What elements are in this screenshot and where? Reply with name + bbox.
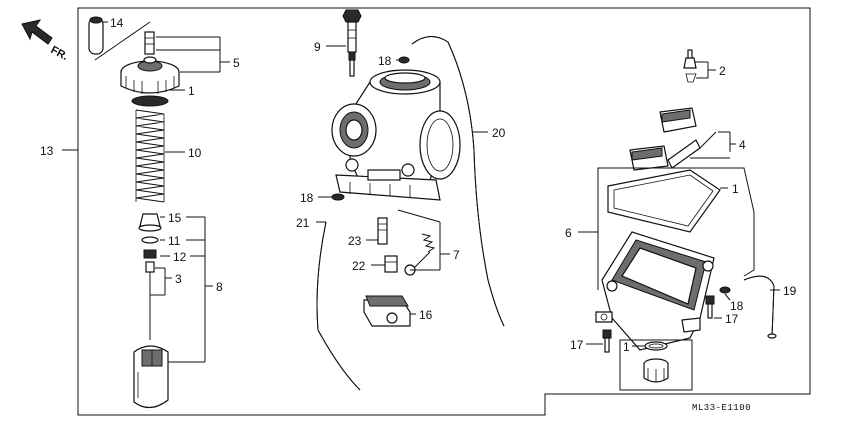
part-bowl-gasket-1 bbox=[607, 169, 721, 233]
callout-15: 15 bbox=[168, 211, 182, 225]
callout-7: 7 bbox=[453, 248, 460, 262]
part-float-valve-2 bbox=[683, 57, 697, 69]
part-float-bowl-6 bbox=[595, 231, 715, 351]
callout-18-top: 18 bbox=[378, 54, 392, 68]
callout-5: 5 bbox=[233, 56, 240, 70]
part-air-screw-7 bbox=[404, 233, 436, 276]
carburetor-body bbox=[316, 9, 505, 391]
callout-1-top: 1 bbox=[188, 84, 195, 98]
part-needle-holder bbox=[145, 261, 155, 273]
callout-1-bottom: 1 bbox=[623, 340, 630, 354]
front-direction-arrow: FR. bbox=[21, 19, 70, 63]
callout-1-right: 1 bbox=[732, 182, 739, 196]
callout-13: 13 bbox=[40, 144, 54, 158]
left-leaders bbox=[62, 21, 230, 363]
diagram-code: ML33-E1100 bbox=[692, 403, 751, 413]
part-cover-16 bbox=[363, 295, 411, 327]
callout-2: 2 bbox=[719, 64, 726, 78]
part-pilot-jet-23 bbox=[377, 217, 388, 245]
callout-12: 12 bbox=[173, 250, 187, 264]
diagram-frame bbox=[77, 7, 811, 416]
callout-18-mid: 18 bbox=[300, 191, 314, 205]
callout-22: 22 bbox=[352, 259, 366, 273]
throttle-assembly bbox=[88, 16, 180, 409]
right-leaders bbox=[578, 61, 780, 391]
part-clip-11 bbox=[141, 236, 159, 244]
callout-23: 23 bbox=[348, 234, 362, 248]
direction-label: FR. bbox=[49, 44, 70, 63]
callout-6: 6 bbox=[565, 226, 572, 240]
callout-16: 16 bbox=[419, 308, 433, 322]
callout-18-right: 18 bbox=[730, 299, 744, 313]
callout-10: 10 bbox=[188, 146, 202, 160]
part-throttle-valve-8 bbox=[133, 345, 169, 409]
part-screw-9 bbox=[342, 9, 362, 23]
center-leaders bbox=[316, 45, 488, 315]
part-drain-plug bbox=[643, 358, 669, 383]
callout-17-right: 17 bbox=[725, 312, 739, 326]
callout-11: 11 bbox=[168, 234, 181, 248]
part-clip-18-top bbox=[398, 56, 410, 64]
part-screw-17-right bbox=[705, 295, 715, 319]
part-gasket bbox=[131, 95, 169, 107]
float-bowl-assembly bbox=[595, 49, 777, 383]
part-float-4 bbox=[629, 107, 717, 171]
callout-3: 3 bbox=[175, 272, 182, 286]
callout-19: 19 bbox=[783, 284, 797, 298]
part-screw-17-left bbox=[602, 329, 612, 353]
callout-4: 4 bbox=[739, 138, 746, 152]
callout-14: 14 bbox=[110, 16, 124, 30]
part-spring-10 bbox=[135, 109, 165, 203]
part-main-jet-22 bbox=[384, 255, 398, 273]
callout-9: 9 bbox=[314, 40, 321, 54]
callout-21: 21 bbox=[296, 216, 310, 230]
callout-8: 8 bbox=[216, 280, 223, 294]
part-o-ring-1 bbox=[644, 341, 668, 351]
part-retainer-15 bbox=[139, 213, 161, 227]
part-plate-12 bbox=[143, 249, 157, 259]
callout-labels: 14 5 1 13 10 15 11 12 3 8 9 18 20 18 21 … bbox=[40, 16, 797, 354]
callout-17-left: 17 bbox=[570, 338, 584, 352]
part-clip-18-right bbox=[719, 286, 731, 294]
part-adjuster-screw bbox=[144, 31, 155, 55]
part-clip-18-mid bbox=[331, 193, 345, 201]
part-outlet bbox=[419, 110, 461, 180]
part-drain-hose-19 bbox=[743, 275, 777, 339]
callout-20: 20 bbox=[492, 126, 506, 140]
